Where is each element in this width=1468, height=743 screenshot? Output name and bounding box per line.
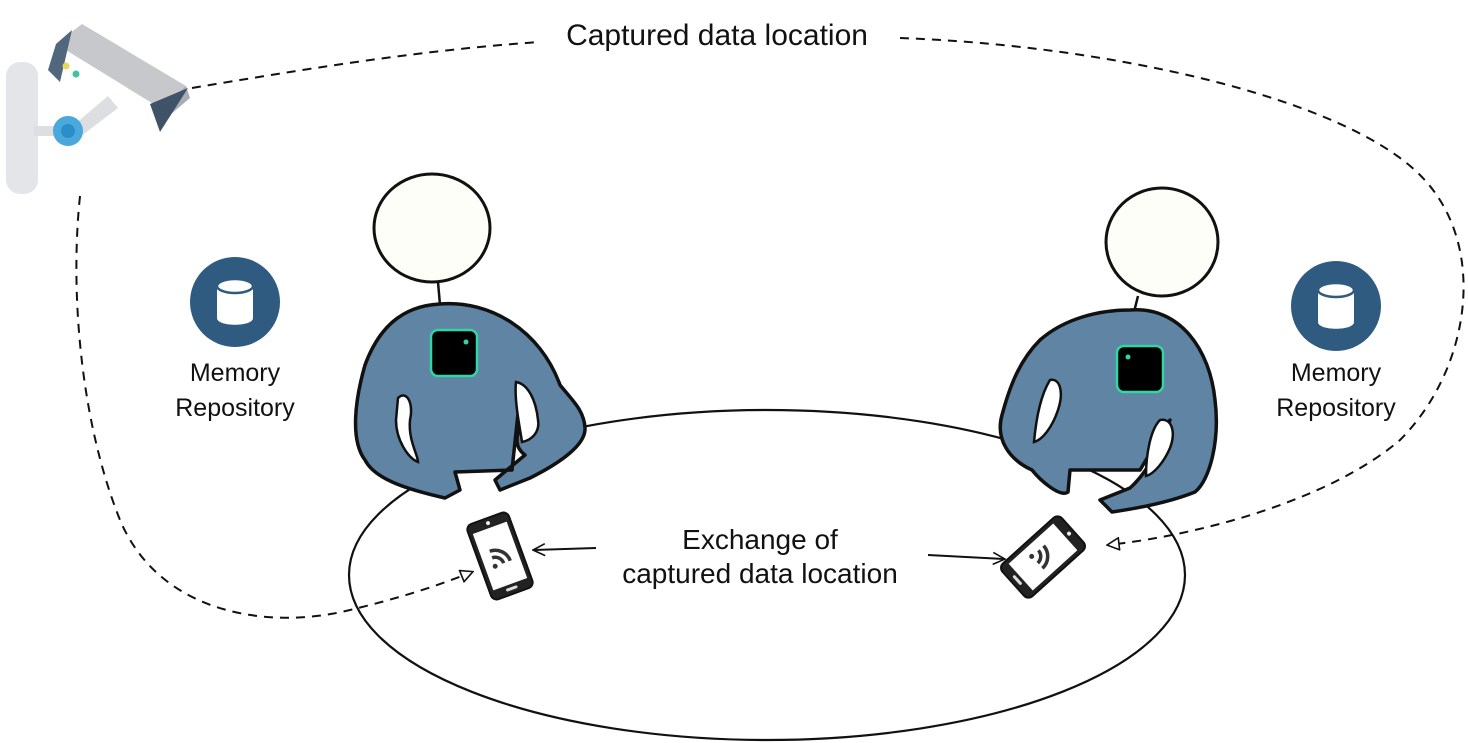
memory-left-line1: Memory bbox=[190, 359, 281, 387]
dashed-loop-top bbox=[191, 41, 541, 89]
phone-wifi-icon bbox=[1000, 515, 1086, 599]
phone-wifi-icon bbox=[466, 511, 534, 601]
dashed-loop-left bbox=[75, 195, 472, 619]
memory-right-line2: Repository bbox=[1276, 394, 1396, 422]
table-outline bbox=[347, 408, 1187, 742]
person-right bbox=[998, 186, 1220, 514]
exchange-label-line2: captured data location bbox=[622, 558, 898, 589]
database-icon bbox=[1291, 261, 1381, 351]
memory-right-line1: Memory bbox=[1291, 359, 1382, 387]
person-left bbox=[353, 172, 587, 500]
security-camera-icon bbox=[6, 24, 190, 194]
memory-left-line2: Repository bbox=[175, 394, 295, 422]
wearable-camera-icon bbox=[429, 328, 479, 378]
top-label: Captured data location bbox=[566, 19, 868, 52]
dashed-loop-right bbox=[899, 37, 1465, 545]
exchange-arrow-right bbox=[927, 555, 1004, 559]
exchange-arrow-left bbox=[534, 548, 597, 550]
wearable-camera-icon bbox=[1115, 344, 1165, 394]
database-icon bbox=[190, 257, 280, 347]
exchange-label-line1: Exchange of bbox=[682, 524, 838, 555]
